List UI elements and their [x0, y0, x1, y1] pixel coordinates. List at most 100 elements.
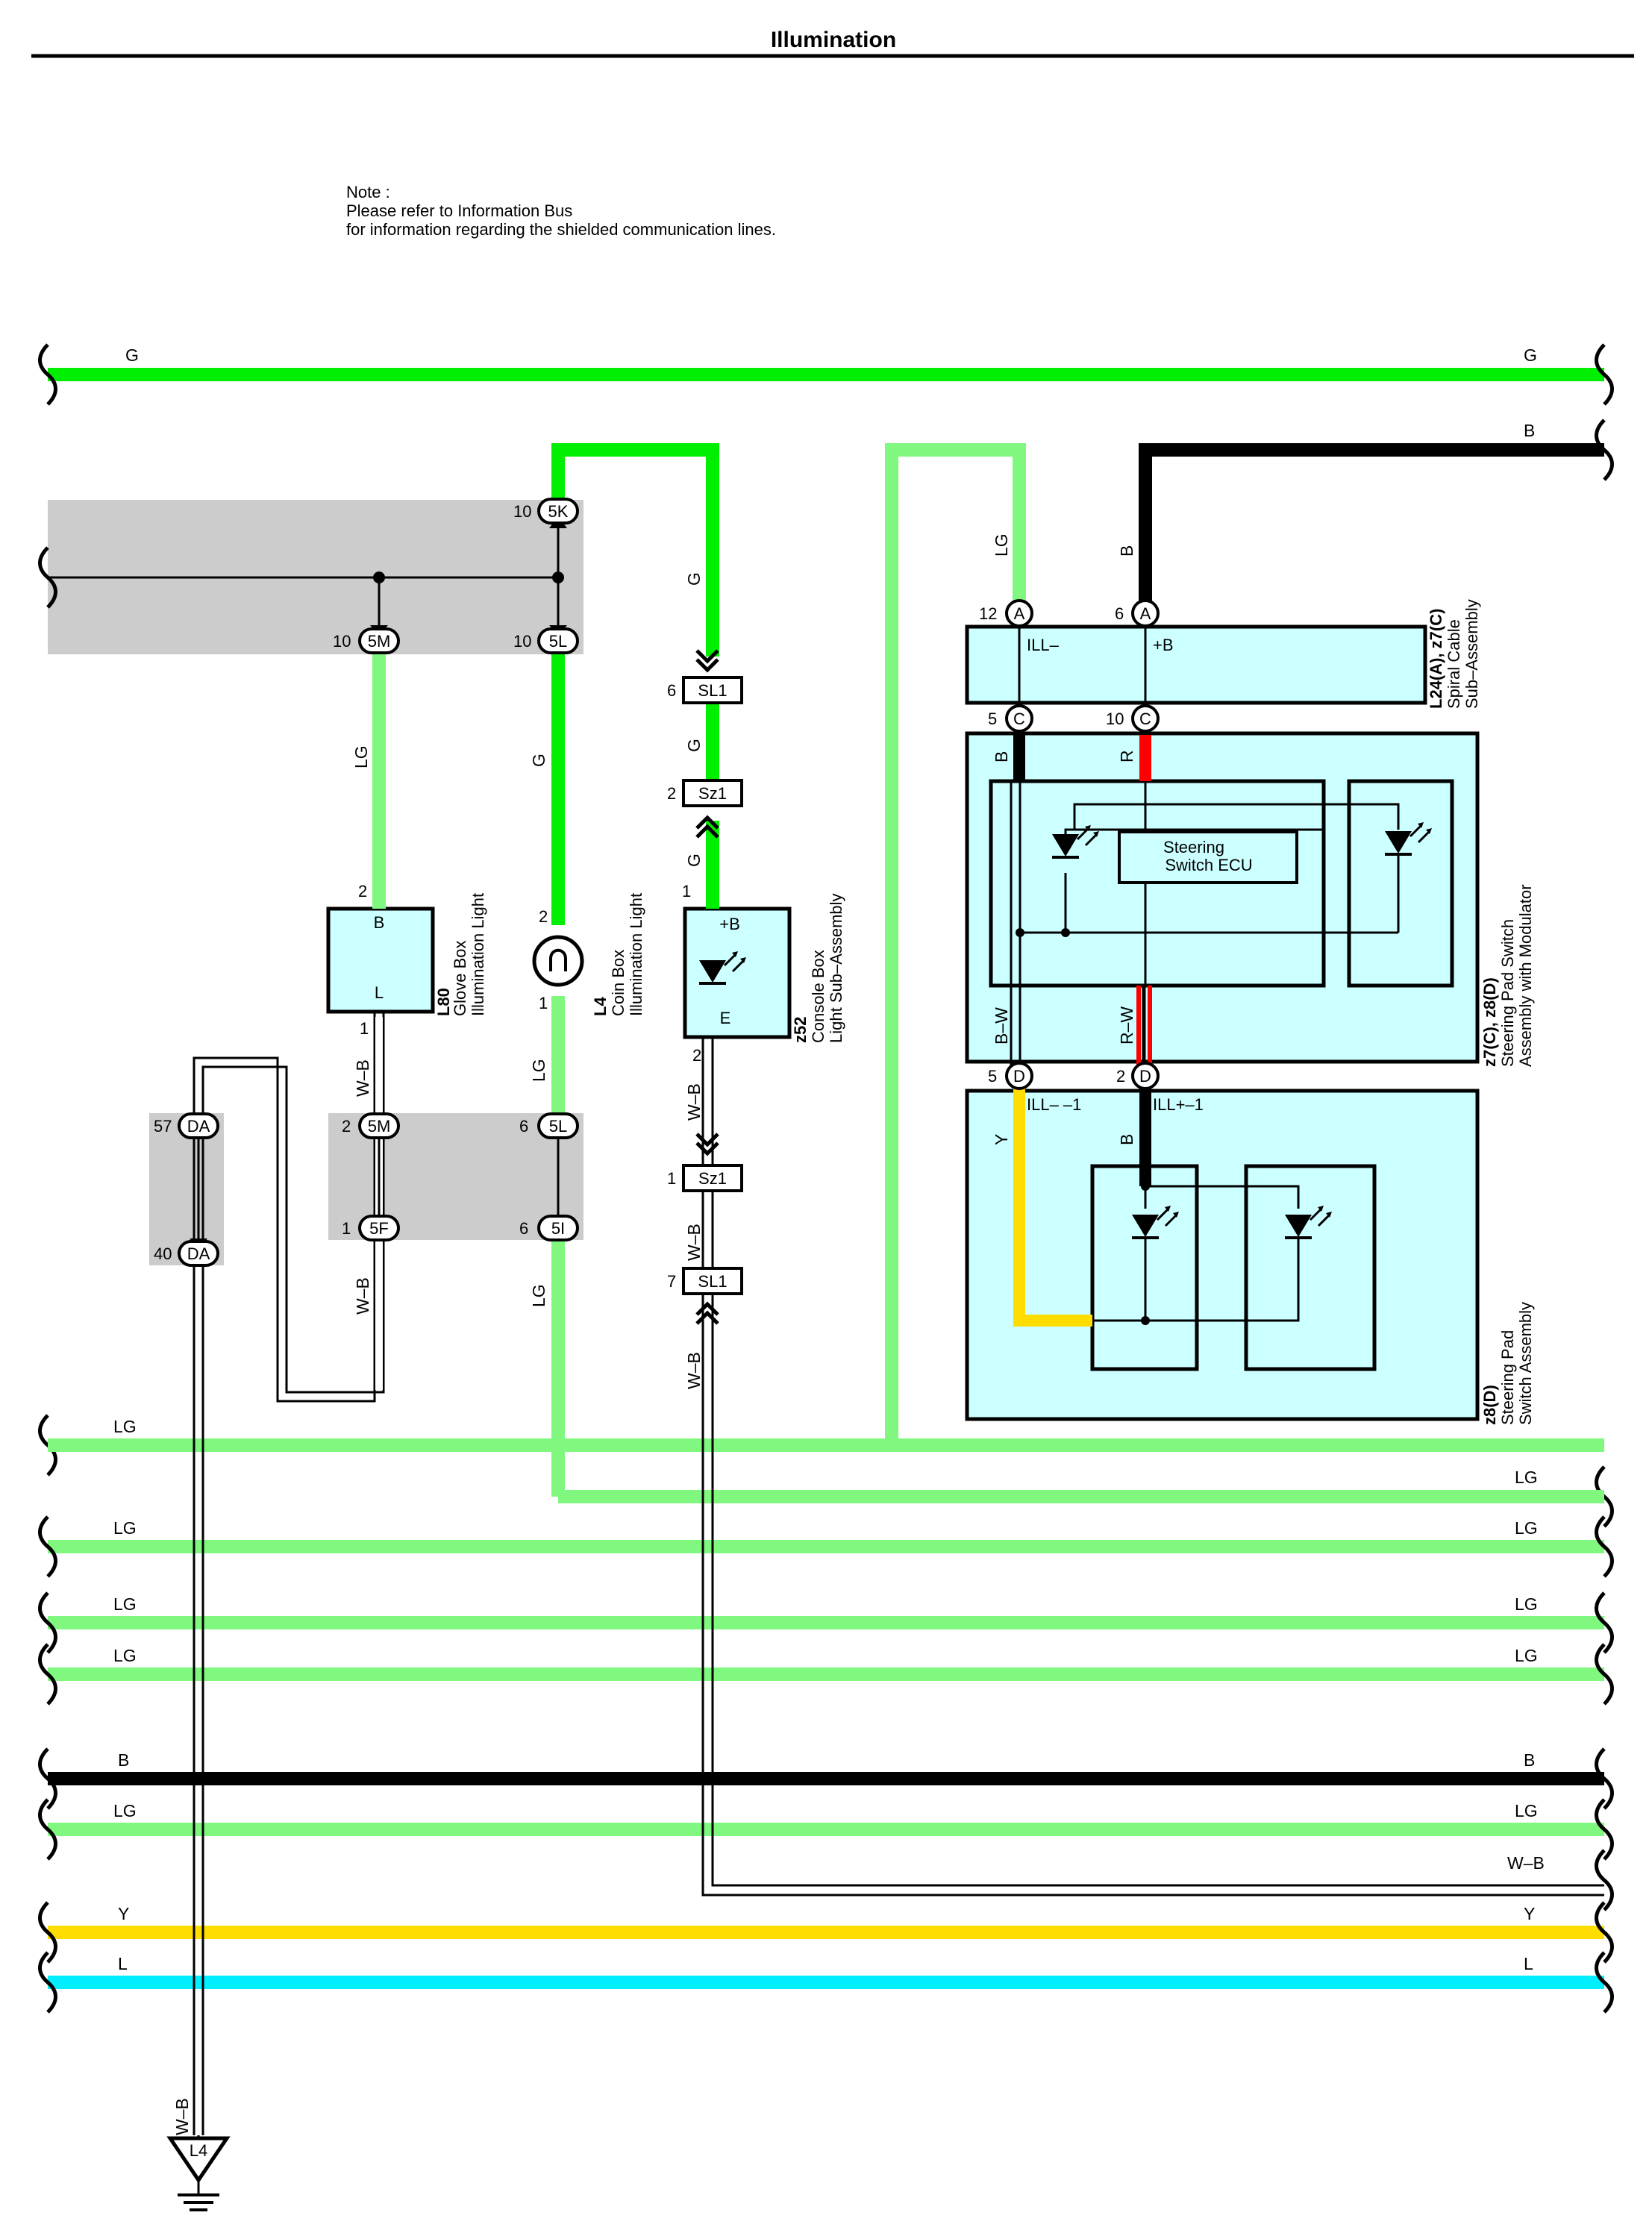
in-line-connector-chevrons [695, 649, 719, 1325]
svg-text:L24(A), z7(C): L24(A), z7(C) [1427, 609, 1445, 709]
junction-connectors: 5K 5M 5L 5M 5L 5F 5I DA DA [178, 498, 579, 1267]
svg-text:SL1: SL1 [698, 681, 727, 700]
modulator-inner-box-2 [1347, 779, 1454, 988]
svg-text:z7(C), z8(D): z7(C), z8(D) [1480, 977, 1499, 1067]
svg-text:for information regarding the: for information regarding the shielded c… [346, 220, 776, 239]
l4-label: L4 Coin Box Illumination Light [591, 893, 645, 1016]
svg-text:Assembly with Modulator: Assembly with Modulator [1516, 884, 1535, 1067]
spiral-cable-label: L24(A), z7(C) Spiral Cable Sub–Assembly [1427, 599, 1481, 709]
svg-text:A: A [1140, 604, 1151, 623]
svg-text:12: 12 [979, 604, 997, 623]
svg-text:W–B: W–B [353, 1277, 372, 1315]
svg-text:2: 2 [1116, 1067, 1125, 1086]
svg-text:LG: LG [1515, 1518, 1538, 1538]
svg-text:Note :: Note : [346, 183, 390, 201]
svg-text:R–W: R–W [1117, 1006, 1136, 1045]
svg-text:1: 1 [682, 882, 691, 901]
svg-text:Please refer to Information Bu: Please refer to Information Bus [346, 201, 572, 220]
svg-text:5F: 5F [369, 1219, 389, 1238]
svg-text:B: B [118, 1750, 129, 1770]
bulb-icon [532, 935, 584, 987]
svg-text:5I: 5I [551, 1219, 565, 1238]
svg-text:Illumination Light: Illumination Light [469, 893, 487, 1016]
svg-text:DA: DA [187, 1117, 210, 1136]
svg-text:5L: 5L [549, 632, 567, 651]
connector-5i: 5I [537, 1215, 579, 1241]
svg-text:5K: 5K [548, 502, 569, 521]
svg-text:G: G [125, 345, 139, 365]
console-box-light-box [683, 906, 792, 1039]
svg-text:Steering Pad: Steering Pad [1498, 1330, 1517, 1425]
svg-text:B: B [1524, 421, 1535, 440]
svg-text:5L: 5L [549, 1117, 567, 1136]
svg-text:G: G [684, 739, 704, 752]
svg-text:LG: LG [529, 1284, 548, 1307]
svg-text:ILL– –1: ILL– –1 [1027, 1095, 1081, 1114]
svg-text:Steering: Steering [1163, 838, 1224, 856]
svg-text:2: 2 [539, 907, 548, 926]
connector-5k: 5K [537, 498, 579, 524]
svg-text:Y: Y [992, 1134, 1011, 1145]
connector-5m-mid: 5M [358, 1112, 400, 1139]
svg-text:B: B [1524, 1750, 1535, 1770]
wire-labels: G G B LG LG LG LG LG LG LG LG B B LG LG … [113, 345, 1545, 2135]
svg-text:2: 2 [667, 784, 676, 803]
svg-text:L: L [1524, 1954, 1533, 1973]
svg-text:40: 40 [154, 1244, 172, 1263]
terminal-labels: ILL– +B ILL– –1 ILL+–1 B L +B E Steering… [374, 636, 1253, 1114]
svg-text:LG: LG [992, 533, 1011, 557]
component-terminals: A A C C D D [1005, 599, 1160, 1090]
ground-icon: L4 [166, 2136, 231, 2211]
svg-text:+B: +B [1153, 636, 1174, 654]
svg-text:W–B: W–B [172, 2098, 192, 2135]
svg-text:LG: LG [1515, 1468, 1538, 1487]
svg-text:W–B: W–B [684, 1224, 704, 1261]
svg-text:LG: LG [113, 1801, 137, 1820]
page-title: Illumination [771, 28, 896, 52]
svg-text:L: L [118, 1954, 128, 1973]
svg-text:+B: +B [719, 915, 740, 933]
bus-wires [48, 368, 1604, 1989]
svg-text:W–B: W–B [684, 1352, 704, 1389]
svg-text:LG: LG [529, 1059, 548, 1082]
svg-text:G: G [1524, 345, 1537, 365]
modulator-label: z7(C), z8(D) Steering Pad Switch Assembl… [1480, 884, 1535, 1067]
svg-text:G: G [684, 854, 704, 867]
svg-text:2: 2 [358, 882, 367, 901]
svg-text:LG: LG [1515, 1646, 1538, 1665]
svg-text:B: B [992, 751, 1011, 762]
svg-text:LG: LG [113, 1417, 137, 1436]
svg-text:Y: Y [118, 1904, 129, 1923]
svg-text:LG: LG [1515, 1801, 1538, 1820]
glove-box-light-box [326, 906, 435, 1014]
l80-label: L80 Glove Box Illumination Light [434, 893, 487, 1016]
svg-text:W–B: W–B [684, 1083, 704, 1121]
svg-text:LG: LG [113, 1646, 137, 1665]
svg-text:L80: L80 [434, 988, 453, 1016]
svg-text:Illumination Light: Illumination Light [627, 893, 645, 1016]
svg-text:1: 1 [539, 994, 548, 1012]
note: Note : Please refer to Information Bus f… [346, 183, 776, 239]
svg-text:L4: L4 [591, 997, 610, 1016]
svg-text:z8(D): z8(D) [1480, 1385, 1499, 1425]
svg-text:A: A [1014, 604, 1025, 623]
svg-text:Sub–Assembly: Sub–Assembly [1462, 599, 1481, 709]
svg-text:LG: LG [351, 745, 371, 768]
svg-text:ILL–: ILL– [1027, 636, 1060, 654]
svg-text:D: D [1013, 1067, 1025, 1086]
svg-text:B: B [374, 913, 385, 932]
svg-text:7: 7 [667, 1272, 676, 1291]
steering-pad-inner-box-2 [1244, 1164, 1377, 1371]
svg-text:LG: LG [1515, 1594, 1538, 1614]
svg-text:Coin Box: Coin Box [609, 950, 628, 1016]
svg-text:2: 2 [342, 1117, 351, 1136]
connector-5m-top: 5M [358, 627, 400, 654]
svg-text:2: 2 [692, 1046, 701, 1065]
connector-5l-top: 5L [537, 627, 579, 654]
routed-wires [48, 443, 1604, 2138]
pin-numbers: 10 10 10 6 2 1 2 1 7 2 1 2 1 2 1 6 6 57 … [154, 502, 1125, 1291]
svg-text:ILL+–1: ILL+–1 [1153, 1095, 1204, 1114]
svg-text:Console Box: Console Box [809, 950, 827, 1043]
svg-text:B–W: B–W [992, 1007, 1011, 1045]
